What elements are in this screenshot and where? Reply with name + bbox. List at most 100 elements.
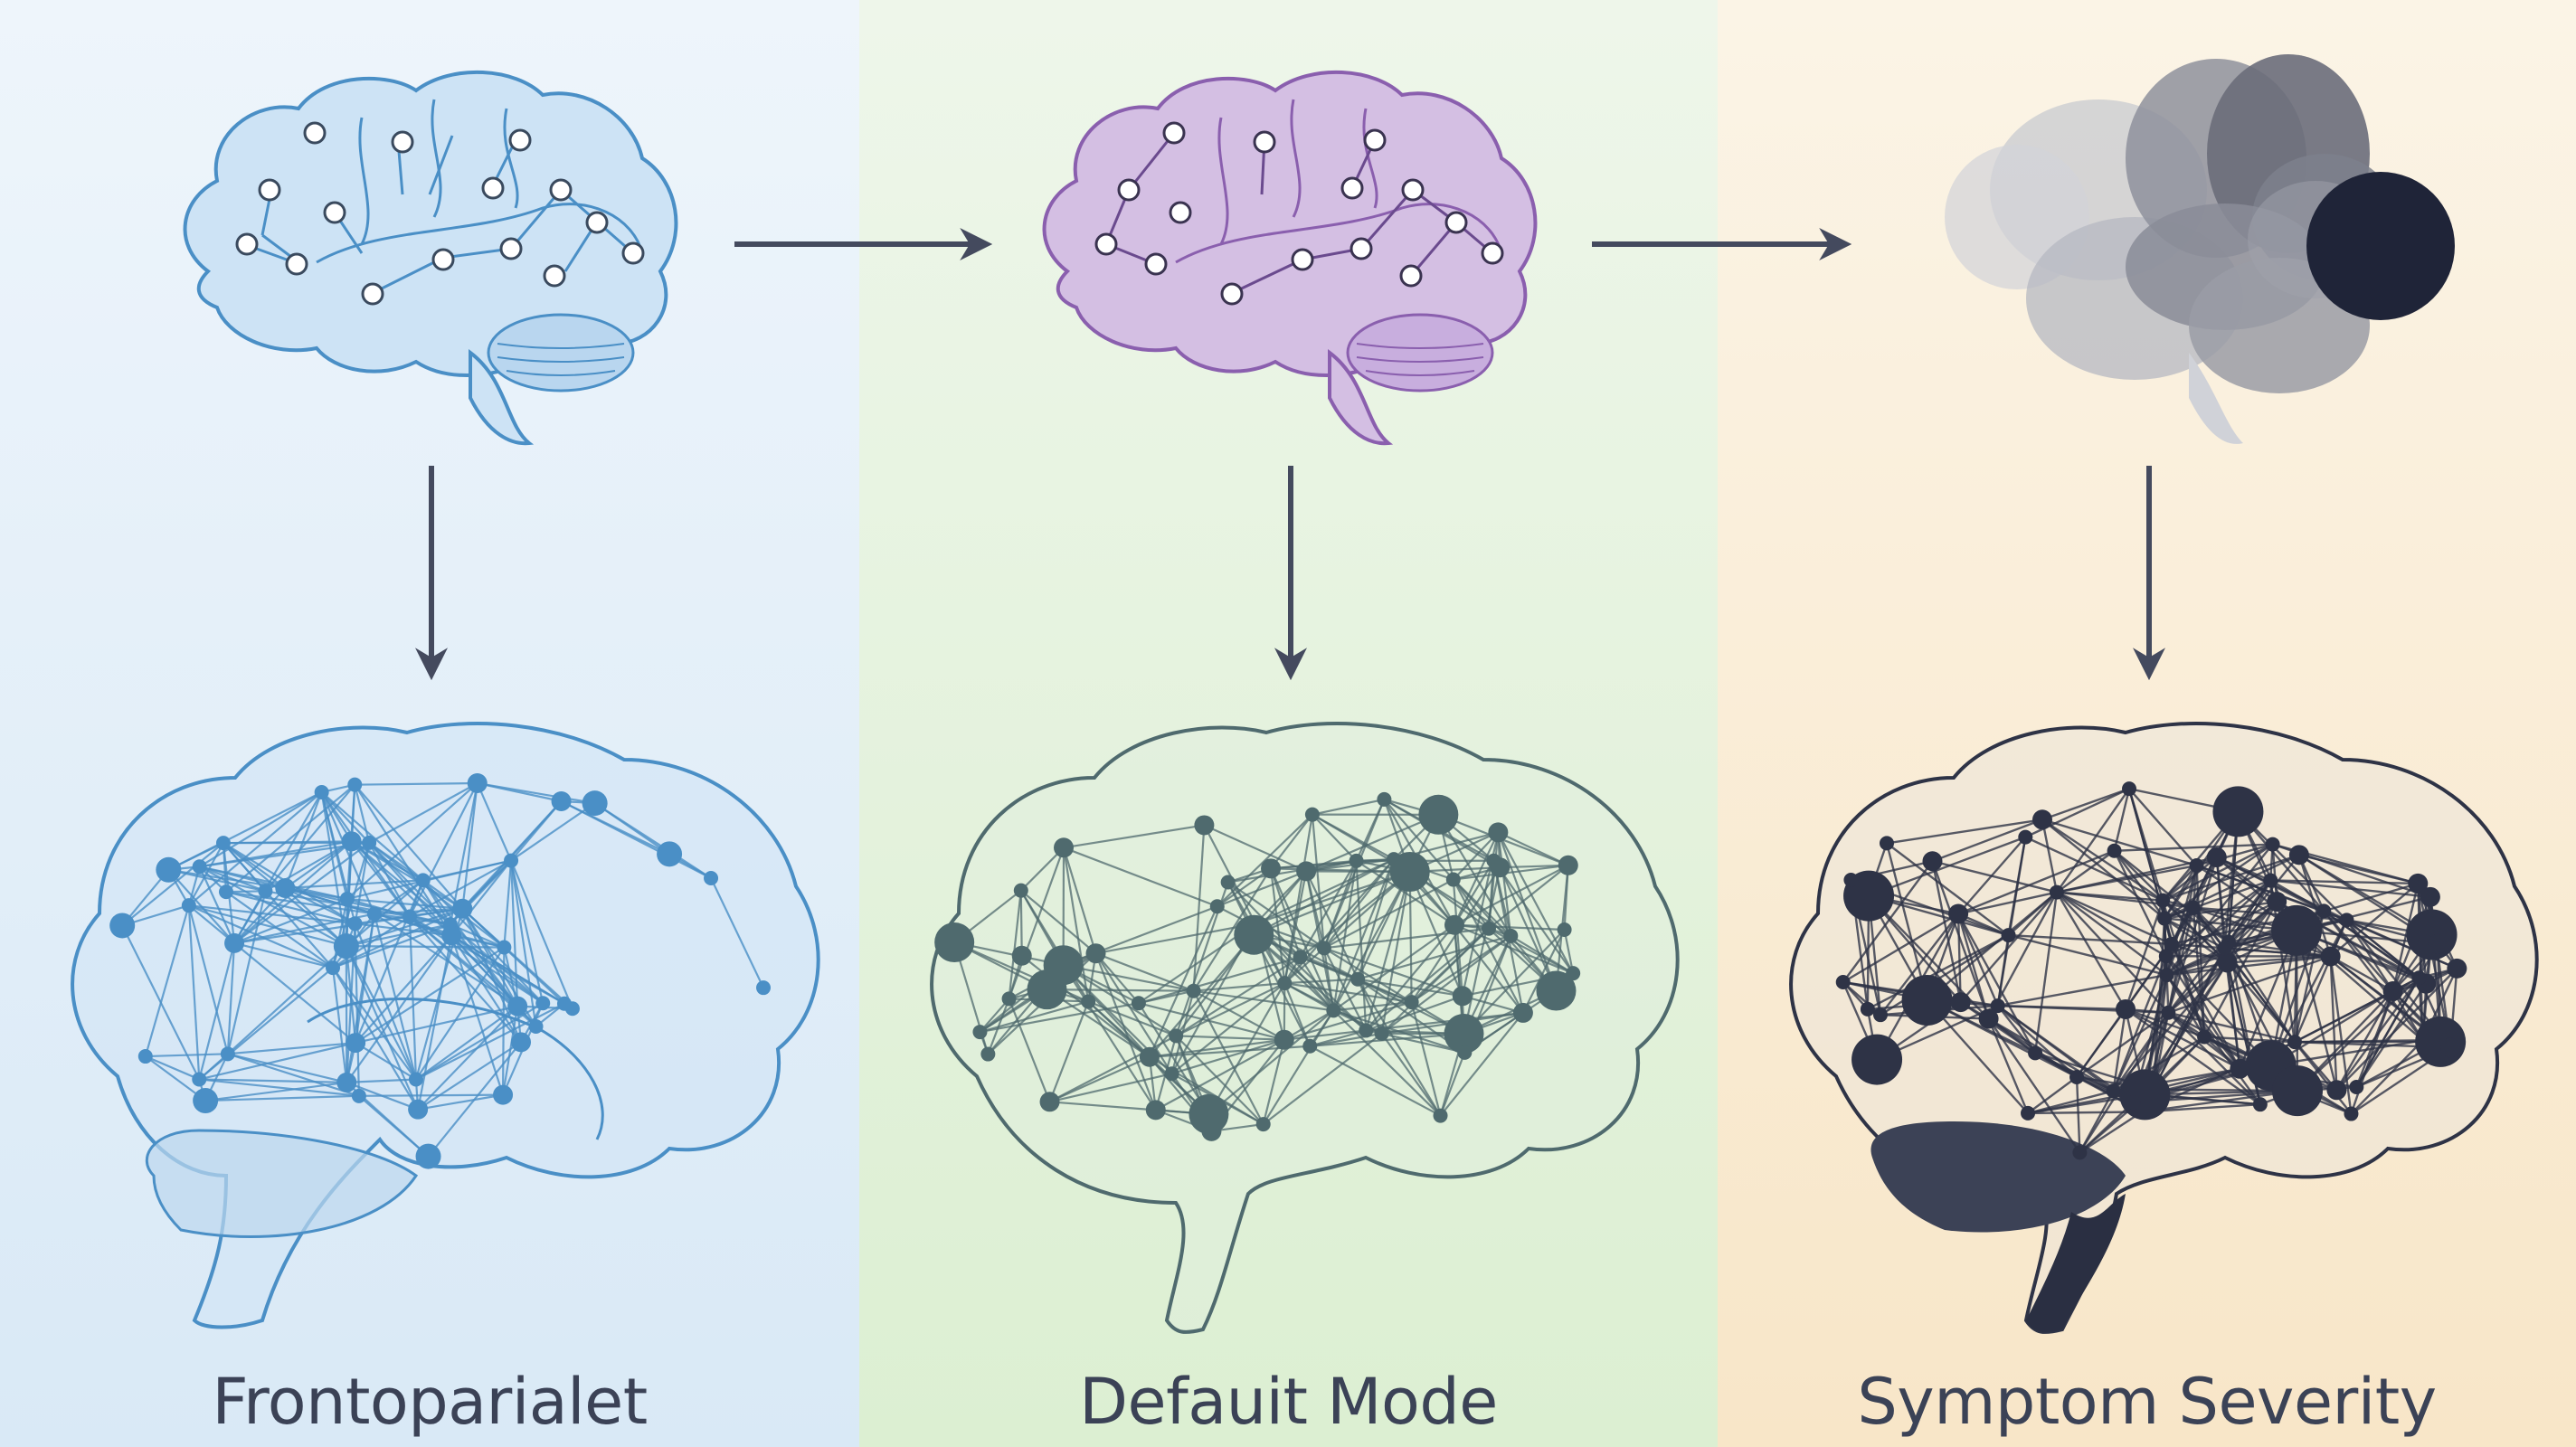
network-node xyxy=(1316,941,1331,956)
network-edge xyxy=(355,913,375,1044)
network-node xyxy=(2018,829,2033,845)
network-edge xyxy=(1454,924,1524,1014)
network-edge xyxy=(320,791,348,900)
network-node xyxy=(1503,928,1519,943)
network-edge xyxy=(1563,865,1569,931)
network-node xyxy=(704,870,719,885)
network-edge xyxy=(2114,843,2273,852)
network-node xyxy=(1950,992,1971,1013)
network-edge xyxy=(1170,982,1286,1075)
network-edge xyxy=(351,840,463,910)
network-edge xyxy=(2079,1102,2135,1154)
network-edge xyxy=(1932,818,2043,863)
network-edge xyxy=(594,802,670,856)
network-node xyxy=(1293,950,1308,965)
network-edge xyxy=(1263,1032,1383,1125)
network-node xyxy=(2339,913,2354,928)
network-node xyxy=(1054,837,1075,858)
network-edge xyxy=(1453,864,1568,881)
network-node xyxy=(275,878,296,899)
network-node xyxy=(220,1046,235,1062)
network-node xyxy=(1085,943,1106,964)
network-edge xyxy=(1886,842,2010,937)
network-node xyxy=(336,1072,357,1092)
network-edge xyxy=(1410,927,1490,1003)
network-node xyxy=(362,835,377,850)
network-edge xyxy=(2144,947,2226,1095)
network-edge xyxy=(2323,910,2394,992)
network-edge xyxy=(199,791,323,868)
network-node xyxy=(2287,1035,2302,1050)
network-edge xyxy=(1439,1012,1524,1117)
network-node xyxy=(1444,1013,1484,1054)
network-edge xyxy=(501,947,506,1095)
network-edge xyxy=(199,865,347,948)
network-edge xyxy=(225,783,355,893)
network-edge xyxy=(358,1093,504,1097)
network-edge xyxy=(1454,860,1495,926)
network-node xyxy=(1349,853,1364,868)
network-edge xyxy=(2296,929,2424,1042)
network-node xyxy=(1852,1034,1903,1085)
network-edge xyxy=(2294,1041,2353,1115)
network-edge xyxy=(1255,870,1307,925)
network-node xyxy=(1043,945,1084,986)
network-node xyxy=(333,933,359,960)
network-edge xyxy=(199,1078,347,1084)
network-edge xyxy=(409,915,565,1005)
network-edge xyxy=(1332,871,1411,1011)
network-edge xyxy=(1311,814,1326,949)
network-edge xyxy=(345,945,420,1111)
network-edge xyxy=(1355,859,1455,926)
network-edge xyxy=(2323,910,2420,979)
network-edge xyxy=(2167,907,2194,1014)
network-edge xyxy=(374,913,505,949)
network-edge xyxy=(1299,956,1335,1011)
network-node xyxy=(2408,873,2429,894)
network-node xyxy=(497,940,512,955)
network-node xyxy=(1457,1045,1473,1060)
network-edge xyxy=(1063,824,1205,849)
network-edge xyxy=(1453,831,1500,881)
network-node xyxy=(2164,936,2179,951)
network-node xyxy=(193,1088,219,1114)
network-edge xyxy=(1193,989,1285,1041)
network-node xyxy=(1978,1008,1999,1029)
network-edge xyxy=(1062,847,1090,1002)
network-edge xyxy=(2270,879,2431,899)
network-node xyxy=(1248,916,1264,932)
network-edge xyxy=(1997,973,2167,1007)
network-edge xyxy=(233,941,334,969)
network-edge xyxy=(1305,813,1439,873)
network-node xyxy=(1558,855,1578,875)
network-node xyxy=(1186,983,1201,998)
network-edge xyxy=(2127,788,2164,902)
network-node xyxy=(1948,903,1969,924)
network-node xyxy=(1209,899,1225,914)
network-edge xyxy=(1217,870,1307,908)
network-edge xyxy=(1957,836,2027,915)
network-edge xyxy=(167,869,235,944)
network-node xyxy=(1872,1007,1888,1023)
network-edge xyxy=(167,791,323,871)
network-edge xyxy=(2224,947,2331,958)
network-node xyxy=(2206,847,2227,868)
network-edge xyxy=(346,897,411,918)
network-brain-frontoparietal xyxy=(71,722,820,1329)
network-edge xyxy=(2079,1111,2143,1154)
network-edge xyxy=(1192,867,1272,992)
network-edge xyxy=(346,782,478,900)
network-node xyxy=(1277,976,1293,991)
network-node xyxy=(528,1018,544,1034)
network-node xyxy=(1039,1092,1060,1112)
network-node xyxy=(2406,909,2458,960)
network-edge xyxy=(1192,990,1264,1125)
network-edge xyxy=(198,865,236,944)
network-edge xyxy=(979,998,1010,1033)
network-edge xyxy=(188,904,347,948)
network-node xyxy=(1081,994,1096,1009)
network-edge xyxy=(1500,864,1568,869)
network-edge xyxy=(1357,979,1442,1117)
network-edge xyxy=(1262,1009,1335,1125)
network-node xyxy=(1359,1023,1374,1038)
